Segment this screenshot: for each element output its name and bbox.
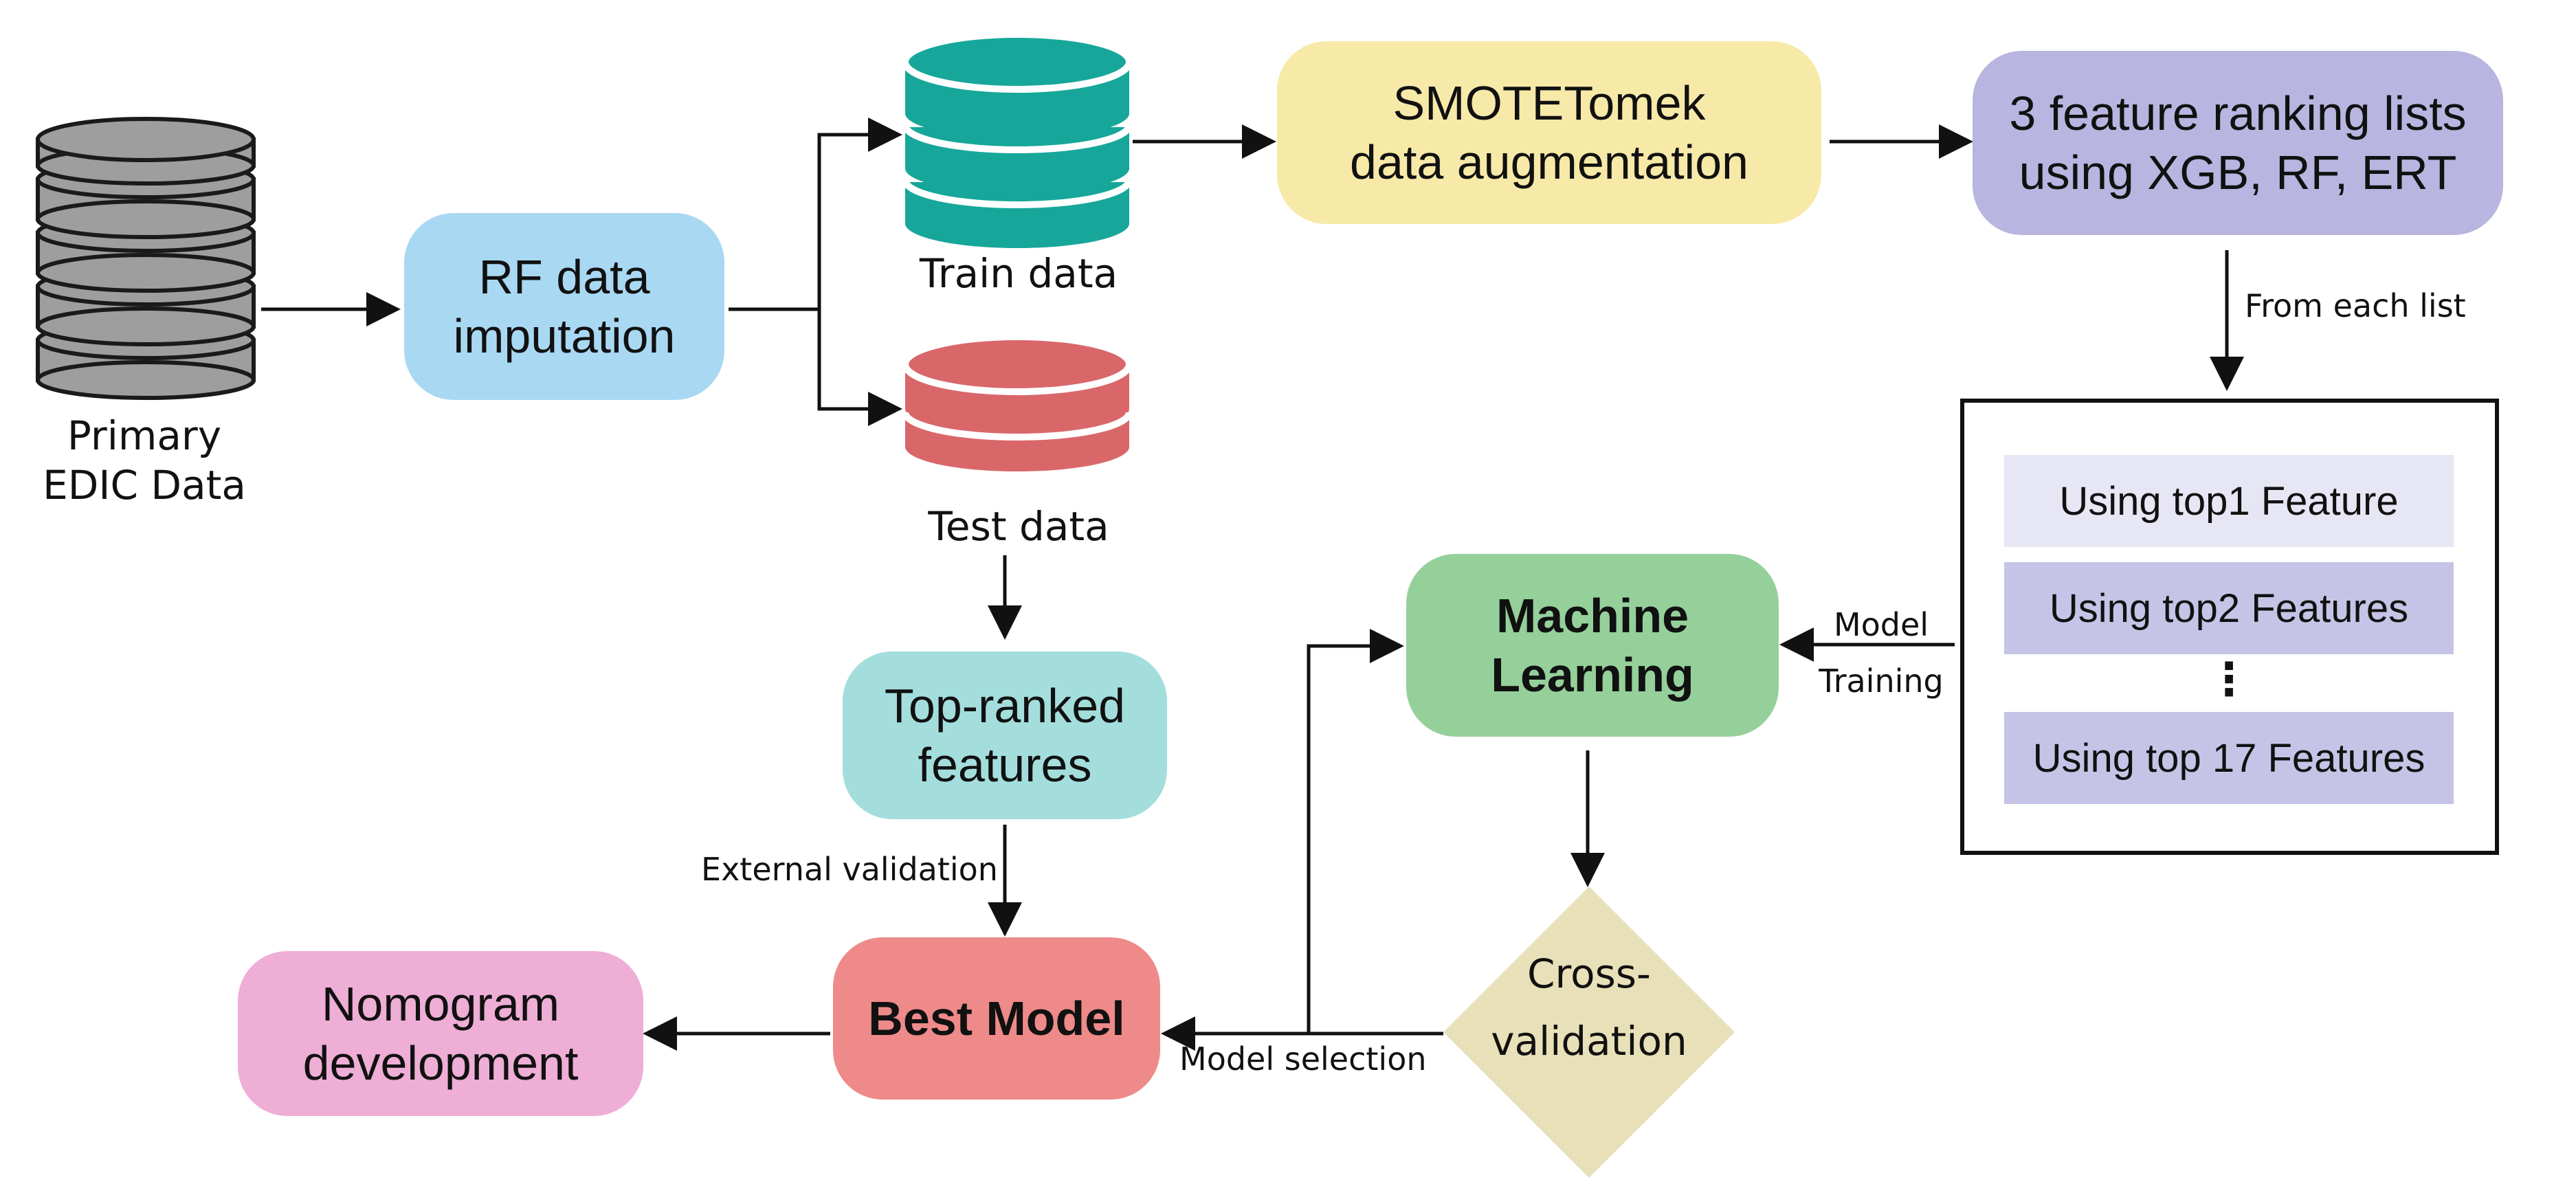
- machine-learning-node: Machine Learning: [1406, 554, 1779, 737]
- nomogram-label: Nomogram development: [302, 977, 579, 1090]
- from-each-list-label: From each list: [2245, 287, 2466, 324]
- feature-ranking-label: 3 feature ranking lists using XGB, RF, E…: [2009, 87, 2467, 199]
- test-database-icon: [902, 333, 1133, 471]
- ellipsis-icon: ⋮: [2206, 653, 2252, 706]
- feature-ranking-node: 3 feature ranking lists using XGB, RF, E…: [1973, 51, 2503, 235]
- feature-subset-item: Using top1 Feature: [2004, 455, 2454, 547]
- model-training-label: Model Training: [1819, 606, 1944, 700]
- feature-subset-item: Using top2 Features: [2004, 562, 2454, 654]
- smotetomek-label: SMOTETomek data augmentation: [1350, 76, 1748, 189]
- primary-database-icon: [36, 117, 256, 400]
- top-ranked-label: Top-ranked features: [884, 679, 1126, 792]
- cross-validation-label: Cross- validation: [1491, 950, 1687, 1064]
- machine-learning-label: Machine Learning: [1491, 589, 1694, 702]
- model-selection-label: Model selection: [1179, 1040, 1427, 1078]
- arrow-loop-to-ml: [1307, 629, 1404, 1034]
- top-ranked-features-node: Top-ranked features: [843, 651, 1167, 819]
- nomogram-node: Nomogram development: [238, 951, 643, 1116]
- rf-imputation-label: RF data imputation: [453, 250, 676, 363]
- arrow-to-train: [817, 118, 902, 309]
- external-validation-label: External validation: [701, 851, 998, 888]
- train-database-icon: [902, 31, 1133, 248]
- best-model-label: Best Model: [868, 992, 1125, 1045]
- feature-subset-item: Using top 17 Features: [2004, 712, 2454, 804]
- best-model-node: Best Model: [833, 937, 1160, 1100]
- arrow-to-test: [817, 309, 902, 426]
- cross-validation-diamond: [1443, 887, 1735, 1178]
- smotetomek-node: SMOTETomek data augmentation: [1277, 41, 1821, 224]
- primary-data-label: Primary EDIC Data: [43, 412, 246, 509]
- train-data-label: Train data: [919, 250, 1118, 297]
- test-data-label: Test data: [928, 503, 1109, 550]
- rf-imputation-node: RF data imputation: [404, 213, 724, 400]
